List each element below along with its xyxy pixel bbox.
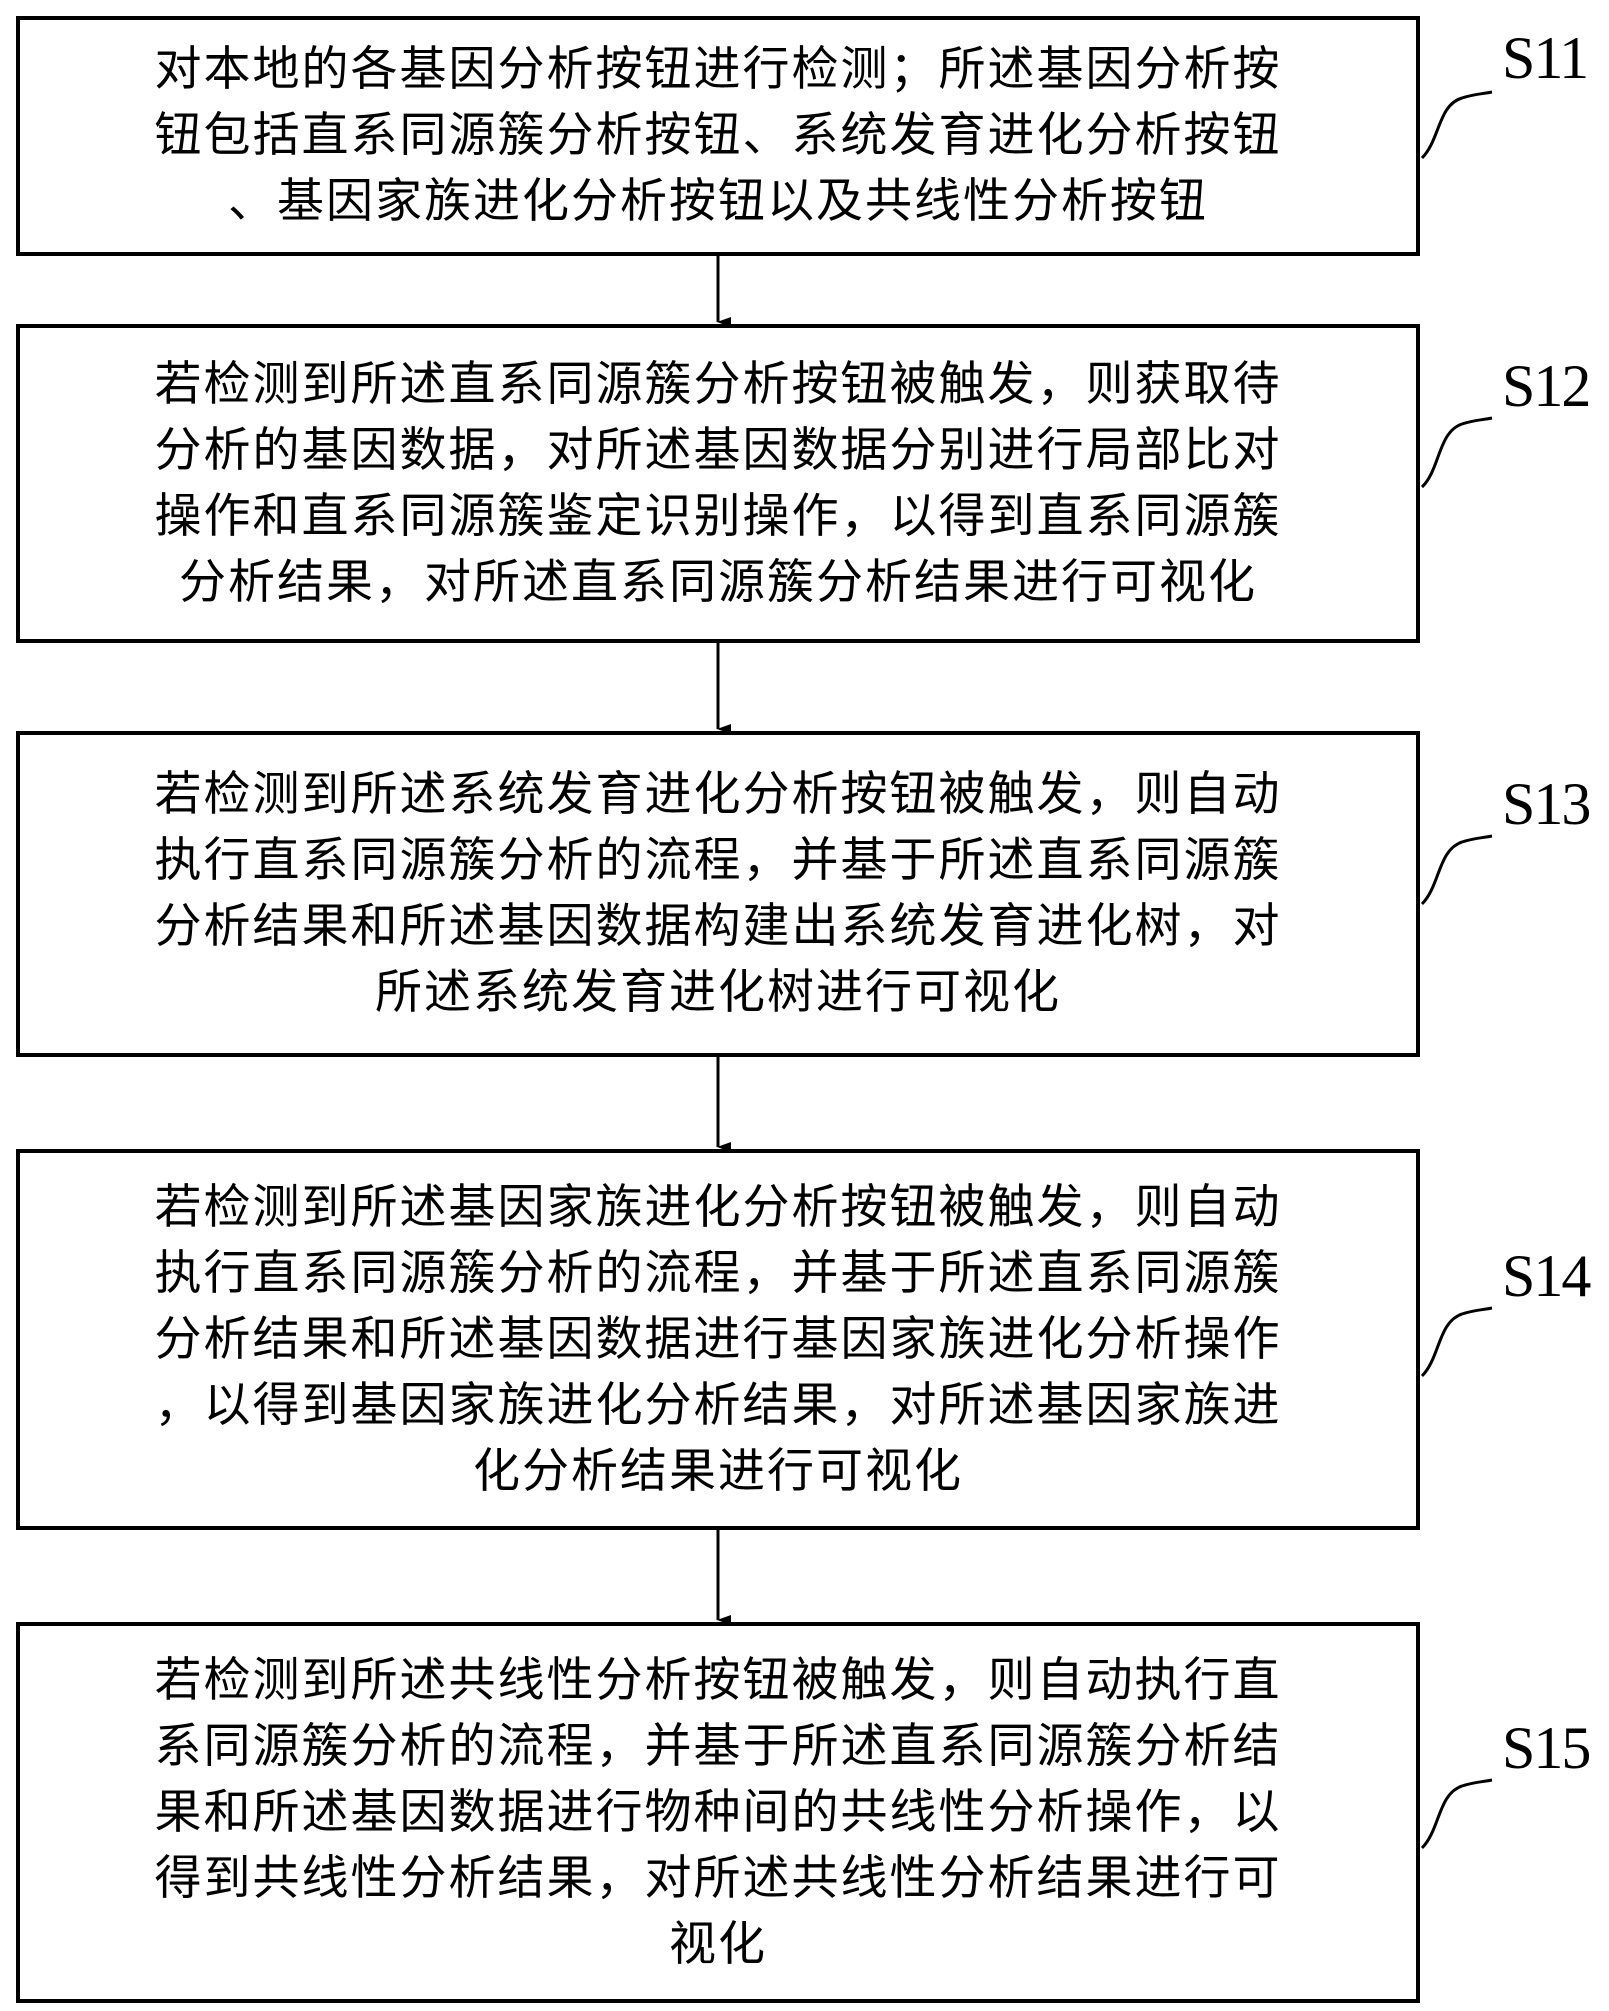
step-text-line: 对本地的各基因分析按钮进行检测；所述基因分析按 [154, 42, 1282, 97]
step-text-s15: 若检测到所述共线性分析按钮被触发，则自动执行直 系同源簇分析的流程，并基于所述直… [48, 1648, 1388, 1978]
step-box-s11: 对本地的各基因分析按钮进行检测；所述基因分析按 钮包括直系同源簇分析按钮、系统发… [16, 16, 1420, 256]
step-label-s11: S11 [1502, 25, 1589, 91]
step-text-line: 视化 [669, 1916, 767, 1972]
step-text-s13: 若检测到所述系统发育进化分析按钮被触发，则自动 执行直系同源簇分析的流程，并基于… [48, 762, 1388, 1026]
step-label-s12: S12 [1502, 353, 1591, 419]
leader-s11 [1420, 90, 1493, 160]
step-label-s13: S13 [1502, 771, 1591, 837]
step-text-line: 果和所述基因数据进行物种间的共线性分析操作，以 [154, 1784, 1282, 1840]
step-text-line: 分析的基因数据，对所述基因数据分别进行局部比对 [154, 422, 1282, 478]
step-box-s12: 若检测到所述直系同源簇分析按钮被触发，则获取待 分析的基因数据，对所述基因数据分… [16, 324, 1420, 643]
step-text-line: 若检测到所述共线性分析按钮被触发，则自动执行直 [154, 1652, 1282, 1708]
step-text-line: 所述系统发育进化树进行可视化 [375, 965, 1061, 1020]
step-text-line: 分析结果和所述基因数据进行基因家族进化分析操作 [154, 1311, 1282, 1367]
leader-s13 [1420, 834, 1493, 906]
step-text-line: 分析结果，对所述直系同源簇分析结果进行可视化 [179, 554, 1257, 610]
step-text-line: 若检测到所述基因家族进化分析按钮被触发，则自动 [154, 1179, 1282, 1235]
step-text-line: 若检测到所述系统发育进化分析按钮被触发，则自动 [154, 767, 1282, 822]
step-box-s13: 若检测到所述系统发育进化分析按钮被触发，则自动 执行直系同源簇分析的流程，并基于… [16, 731, 1420, 1057]
step-text-line: 分析结果和所述基因数据构建出系统发育进化树，对 [154, 899, 1282, 954]
step-text-line: 得到共线性分析结果，对所述共线性分析结果进行可 [154, 1850, 1282, 1906]
step-text-line: 、基因家族进化分析按钮以及共线性分析按钮 [228, 174, 1208, 229]
step-text-line: 操作和直系同源簇鉴定识别操作，以得到直系同源簇 [154, 488, 1282, 544]
label-leaders [1420, 90, 1493, 1850]
step-box-s14: 若检测到所述基因家族进化分析按钮被触发，则自动 执行直系同源簇分析的流程，并基于… [16, 1149, 1420, 1530]
step-text-s11: 对本地的各基因分析按钮进行检测；所述基因分析按 钮包括直系同源簇分析按钮、系统发… [48, 37, 1388, 235]
step-text-s12: 若检测到所述直系同源簇分析按钮被触发，则获取待 分析的基因数据，对所述基因数据分… [48, 352, 1388, 616]
step-label-s14: S14 [1502, 1243, 1591, 1309]
leader-s12 [1420, 416, 1493, 489]
step-text-line: 钮包括直系同源簇分析按钮、系统发育进化分析按钮 [154, 108, 1282, 163]
step-text-s14: 若检测到所述基因家族进化分析按钮被触发，则自动 执行直系同源簇分析的流程，并基于… [48, 1175, 1388, 1505]
step-text-line: 化分析结果进行可视化 [473, 1443, 963, 1499]
leader-s14 [1420, 1306, 1493, 1378]
step-text-line: 执行直系同源簇分析的流程，并基于所述直系同源簇 [154, 833, 1282, 888]
step-box-s15: 若检测到所述共线性分析按钮被触发，则自动执行直 系同源簇分析的流程，并基于所述直… [16, 1622, 1420, 2003]
step-text-line: 若检测到所述直系同源簇分析按钮被触发，则获取待 [154, 356, 1282, 412]
step-label-s15: S15 [1502, 1715, 1591, 1781]
step-text-line: 系同源簇分析的流程，并基于所述直系同源簇分析结 [154, 1718, 1282, 1774]
step-text-line: 执行直系同源簇分析的流程，并基于所述直系同源簇 [154, 1245, 1282, 1301]
step-text-line: ，以得到基因家族进化分析结果，对所述基因家族进 [154, 1377, 1282, 1433]
leader-s15 [1420, 1778, 1493, 1850]
